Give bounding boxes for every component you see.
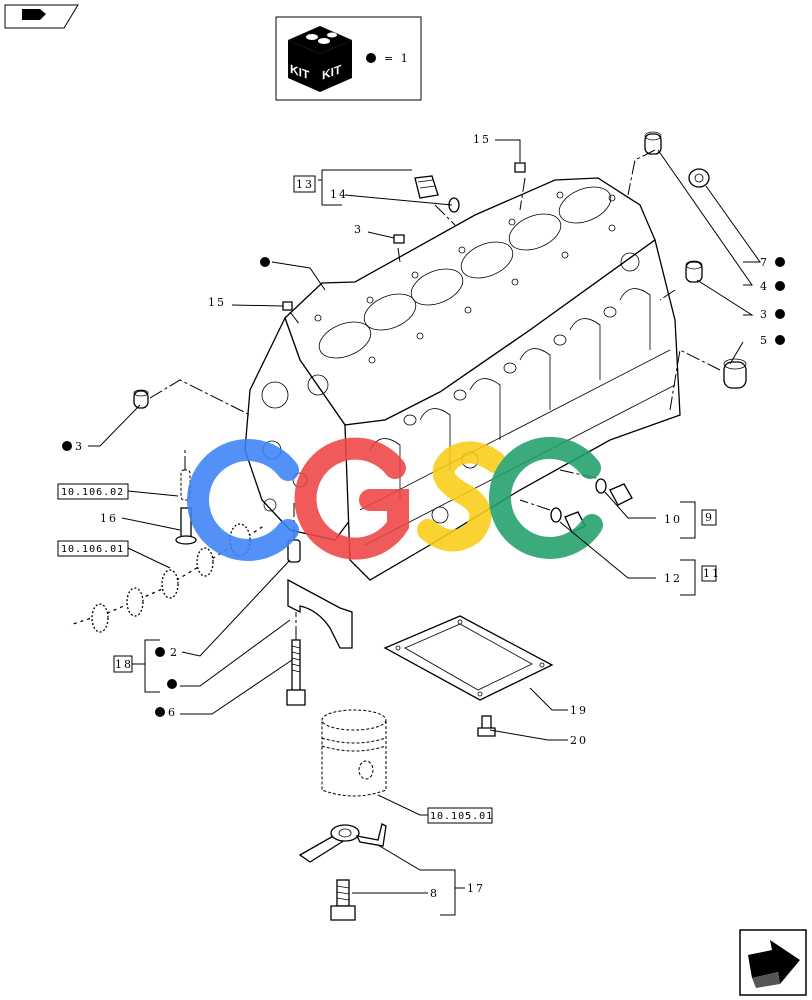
callout-15b: 15 xyxy=(208,296,226,309)
callout-15a: 15 xyxy=(473,133,491,146)
reference-text-1: 10.106.02 xyxy=(61,487,124,498)
callout-4: 4 xyxy=(760,280,769,293)
back-nav-tab[interactable] xyxy=(4,4,79,29)
callout-9-box xyxy=(701,509,717,526)
callout-10: 10 xyxy=(664,513,682,526)
reference-text-2: 10.106.01 xyxy=(61,544,124,555)
cylinder-bores xyxy=(318,186,612,359)
callout-labels: 15 13 14 3 15 7 4 3 5 3 16 10 9 12 11 18… xyxy=(75,133,769,900)
callout-11-box xyxy=(701,565,717,582)
oil-pan-gasket xyxy=(383,615,554,701)
bearing-cap xyxy=(287,578,353,649)
callout-17: 17 xyxy=(467,882,485,895)
callout-20: 20 xyxy=(570,734,588,747)
watermark-letter-c2 xyxy=(488,436,603,559)
piston xyxy=(321,709,387,797)
nipple-15a xyxy=(514,162,526,173)
callout-13-box xyxy=(293,175,316,193)
oil-jet xyxy=(298,823,387,863)
watermark-letter-s xyxy=(417,441,506,552)
reference-text-3: 10.105.01 xyxy=(430,811,493,822)
reference-link-2[interactable]: 10.106.01 xyxy=(57,540,129,557)
callout-13: 13 xyxy=(296,178,314,191)
callout-9: 9 xyxy=(705,511,714,524)
kit-legend-text: = 1 xyxy=(384,52,410,65)
plug-3c xyxy=(133,389,149,409)
pin-3a xyxy=(393,234,405,244)
kit-bullet xyxy=(366,53,376,63)
callout-3c: 3 xyxy=(75,440,84,453)
reference-link-3[interactable]: 10.105.01 xyxy=(427,807,493,824)
plug-13 xyxy=(414,175,439,199)
bolt-6 xyxy=(286,639,306,706)
callout-12: 12 xyxy=(664,572,682,585)
arrow-icon xyxy=(748,940,800,984)
callout-3a: 3 xyxy=(354,223,363,236)
callout-11: 11 xyxy=(703,567,721,580)
callout-14: 14 xyxy=(330,188,348,201)
plug-5 xyxy=(723,358,747,389)
callout-19: 19 xyxy=(570,704,588,717)
book-icon xyxy=(22,9,46,20)
bolt-8 xyxy=(330,879,356,921)
callout-5: 5 xyxy=(760,334,769,347)
engine-block xyxy=(244,177,681,581)
plug-10 xyxy=(595,478,633,506)
kit-box-icon: KIT KIT xyxy=(288,26,352,92)
kit-legend: KIT KIT = 1 xyxy=(275,16,422,101)
callout-6: 6 xyxy=(168,706,177,719)
callout-18-box xyxy=(113,655,133,673)
watermark-letter-g xyxy=(294,437,409,560)
callout-8: 8 xyxy=(430,887,439,900)
plug-7 xyxy=(688,168,710,188)
nipple-15b xyxy=(282,301,293,311)
plug-3b xyxy=(685,260,703,283)
callout-2: 2 xyxy=(170,646,179,659)
next-page-button[interactable] xyxy=(739,929,807,996)
cgsc-watermark xyxy=(187,436,603,561)
reference-link-1[interactable]: 10.106.02 xyxy=(57,483,129,500)
callout-18: 18 xyxy=(115,658,133,671)
bullets xyxy=(62,257,785,717)
callout-7: 7 xyxy=(760,256,769,269)
callout-3b: 3 xyxy=(760,308,769,321)
callout-16: 16 xyxy=(100,512,118,525)
screw-20 xyxy=(477,715,496,737)
leaders xyxy=(88,139,761,916)
plug-4 xyxy=(644,131,662,155)
tappet-16 xyxy=(175,507,197,545)
watermark-letter-c1 xyxy=(187,439,299,561)
